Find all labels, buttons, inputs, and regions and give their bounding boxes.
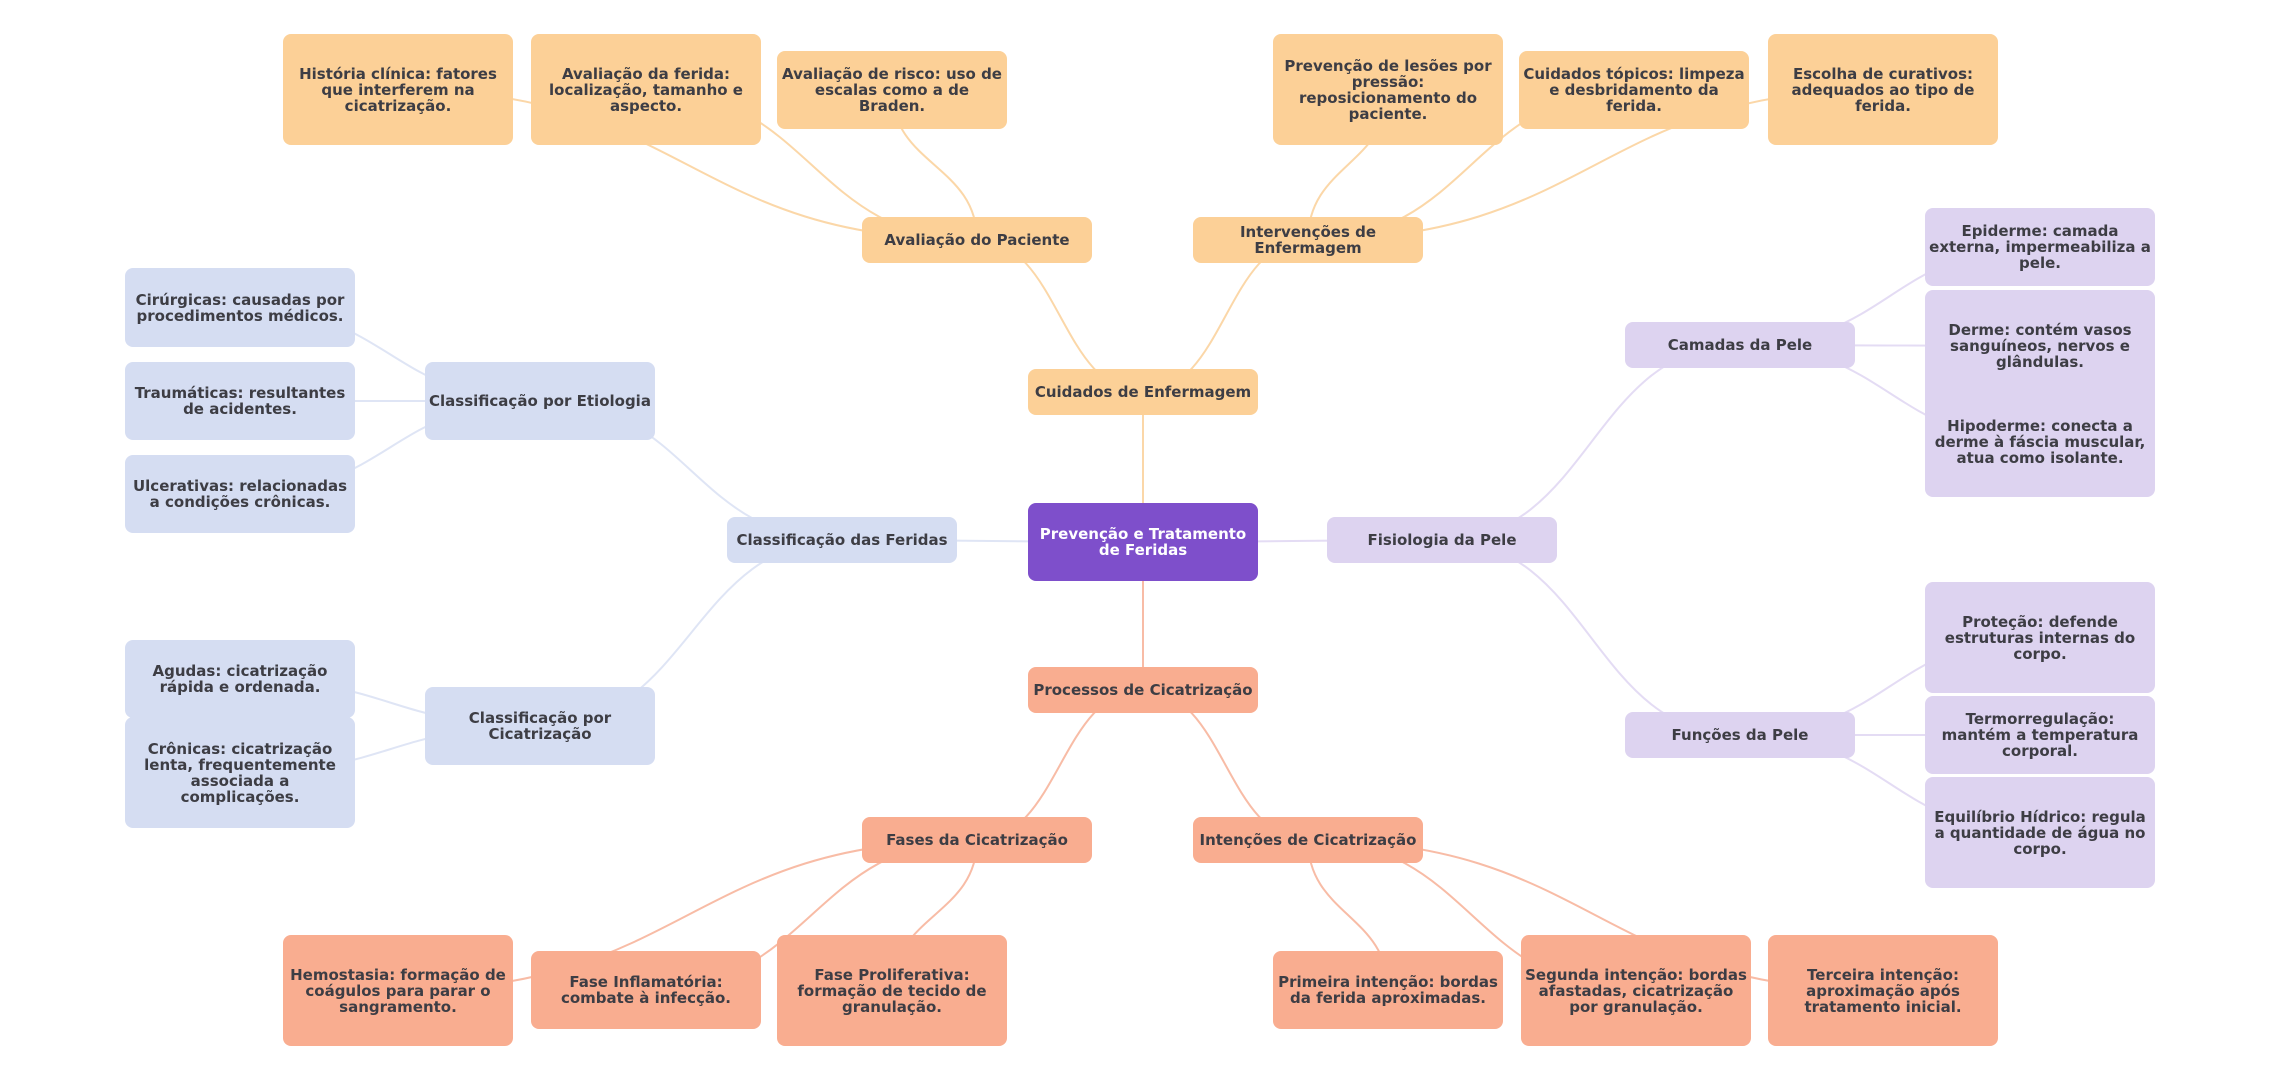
leaf-prevencao-lesoes[interactable]: Prevenção de lesões por pressão: reposic… [1273, 34, 1503, 145]
node-label: Hipoderme: conecta a derme à fáscia musc… [1934, 416, 2146, 467]
node-label: Prevenção de lesões por pressão: reposic… [1284, 56, 1492, 123]
node-label: Hemostasia: formação de coágulos para pa… [290, 965, 506, 1016]
subnode-classificacao-etiologia[interactable]: Classificação por Etiologia [425, 362, 655, 440]
node-label: Classificação por Cicatrização [468, 709, 612, 743]
node-label: Cirúrgicas: causadas por procedimentos m… [135, 290, 345, 325]
node-label: Avaliação de risco: uso de escalas como … [782, 65, 1002, 115]
branch-node-classificacao-feridas[interactable]: Classificação das Feridas [727, 517, 957, 563]
leaf-traumaticas[interactable]: Traumáticas: resultantes de acidentes. [125, 362, 355, 440]
root-node-label: Prevenção e Tratamento de Feridas [1039, 525, 1247, 559]
node-label: Proteção: defende estruturas internas do… [1944, 612, 2136, 663]
subnode-classificacao-cicatrizacao[interactable]: Classificação por Cicatrização [425, 687, 655, 765]
connector-fis-to-cam [1441, 344, 1741, 541]
node-label: História clínica: fatores que interferem… [299, 64, 497, 115]
leaf-cuidados-topicos[interactable]: Cuidados tópicos: limpeza e desbridament… [1519, 51, 1749, 129]
subnode-intencoes-cicatrizacao[interactable]: Intenções de Cicatrização [1193, 817, 1423, 863]
node-label: Epiderme: camada externa, impermeabiliza… [1929, 222, 2151, 272]
node-label: Equilíbrio Hídrico: regula a quantidade … [1934, 807, 2146, 858]
branch-node-fisiologia-pele[interactable]: Fisiologia da Pele [1327, 517, 1557, 563]
leaf-protecao[interactable]: Proteção: defende estruturas internas do… [1925, 582, 2155, 693]
node-label: Camadas da Pele [1667, 336, 1813, 354]
subnode-camadas-pele[interactable]: Camadas da Pele [1625, 322, 1855, 368]
connector-fis-to-fun [1441, 539, 1741, 736]
leaf-epiderme[interactable]: Epiderme: camada externa, impermeabiliza… [1925, 208, 2155, 286]
leaf-fase-inflamatoria[interactable]: Fase Inflamatória: combate à infecção. [531, 951, 761, 1029]
leaf-derme[interactable]: Derme: contém vasos sanguíneos, nervos e… [1925, 290, 2155, 402]
leaf-escolha-curativos[interactable]: Escolha de curativos: adequados ao tipo … [1768, 34, 1998, 145]
node-label: Primeira intenção: bordas da ferida apro… [1278, 973, 1498, 1007]
node-label: Escolha de curativos: adequados ao tipo … [1791, 64, 1975, 115]
leaf-agudas[interactable]: Agudas: cicatrização rápida e ordenada. [125, 640, 355, 718]
node-label: Classificação por Etiologia [429, 392, 651, 410]
node-label: Avaliação do Paciente [884, 231, 1070, 249]
node-label: Fase Inflamatória: combate à infecção. [560, 973, 732, 1007]
node-label: Cuidados tópicos: limpeza e desbridament… [1523, 65, 1745, 115]
node-label: Derme: contém vasos sanguíneos, nervos e… [1948, 321, 2132, 371]
leaf-hemostasia[interactable]: Hemostasia: formação de coágulos para pa… [283, 935, 513, 1046]
node-label: Terceira intenção: aproximação após trat… [1804, 965, 1962, 1016]
leaf-hipoderme[interactable]: Hipoderme: conecta a derme à fáscia musc… [1925, 386, 2155, 497]
branch-node-processos-cicatrizacao[interactable]: Processos de Cicatrização [1028, 667, 1258, 713]
subnode-avaliacao-paciente[interactable]: Avaliação do Paciente [862, 217, 1092, 263]
node-label: Traumáticas: resultantes de acidentes. [134, 384, 346, 418]
node-label: Ulcerativas: relacionadas a condições cr… [132, 477, 348, 511]
subnode-fases-cicatrizacao[interactable]: Fases da Cicatrização [862, 817, 1092, 863]
node-label: Funções da Pele [1671, 726, 1809, 744]
leaf-segunda-intencao[interactable]: Segunda intenção: bordas afastadas, cica… [1521, 935, 1751, 1046]
leaf-historia-clinica[interactable]: História clínica: fatores que interferem… [283, 34, 513, 145]
node-label: Agudas: cicatrização rápida e ordenada. [152, 662, 328, 696]
leaf-avaliacao-risco[interactable]: Avaliação de risco: uso de escalas como … [777, 51, 1007, 129]
node-label: Fase Proliferativa: formação de tecido d… [797, 965, 987, 1016]
leaf-ulcerativas[interactable]: Ulcerativas: relacionadas a condições cr… [125, 455, 355, 533]
node-label: Intervenções de Enfermagem [1239, 223, 1377, 257]
node-label: Classificação das Feridas [736, 531, 948, 549]
leaf-cirurgicas[interactable]: Cirúrgicas: causadas por procedimentos m… [125, 268, 355, 347]
subnode-intervencoes-enfermagem[interactable]: Intervenções de Enfermagem [1193, 217, 1423, 263]
node-label: Processos de Cicatrização [1033, 681, 1253, 699]
leaf-avaliacao-ferida[interactable]: Avaliação da ferida: localização, tamanh… [531, 34, 761, 145]
root-node[interactable]: Prevenção e Tratamento de Feridas [1028, 503, 1258, 581]
leaf-termorregulacao[interactable]: Termorregulação: mantém a temperatura co… [1925, 696, 2155, 774]
node-label: Fisiologia da Pele [1367, 531, 1517, 549]
node-label: Cuidados de Enfermagem [1034, 383, 1252, 401]
subnode-funcoes-pele[interactable]: Funções da Pele [1625, 712, 1855, 758]
leaf-fase-proliferativa[interactable]: Fase Proliferativa: formação de tecido d… [777, 935, 1007, 1046]
node-label: Termorregulação: mantém a temperatura co… [1941, 710, 2139, 760]
leaf-primeira-intencao[interactable]: Primeira intenção: bordas da ferida apro… [1273, 951, 1503, 1029]
node-label: Fases da Cicatrização [886, 831, 1068, 849]
leaf-terceira-intencao[interactable]: Terceira intenção: aproximação após trat… [1768, 935, 1998, 1046]
node-label: Segunda intenção: bordas afastadas, cica… [1525, 965, 1747, 1016]
node-label: Intenções de Cicatrização [1199, 831, 1417, 849]
node-label: Avaliação da ferida: localização, tamanh… [549, 64, 743, 115]
leaf-cronicas[interactable]: Crônicas: cicatrização lenta, frequentem… [125, 717, 355, 828]
leaf-equilibrio-hidrico[interactable]: Equilíbrio Hídrico: regula a quantidade … [1925, 777, 2155, 888]
node-label: Crônicas: cicatrização lenta, frequentem… [144, 739, 336, 806]
branch-node-cuidados-enfermagem[interactable]: Cuidados de Enfermagem [1028, 369, 1258, 415]
